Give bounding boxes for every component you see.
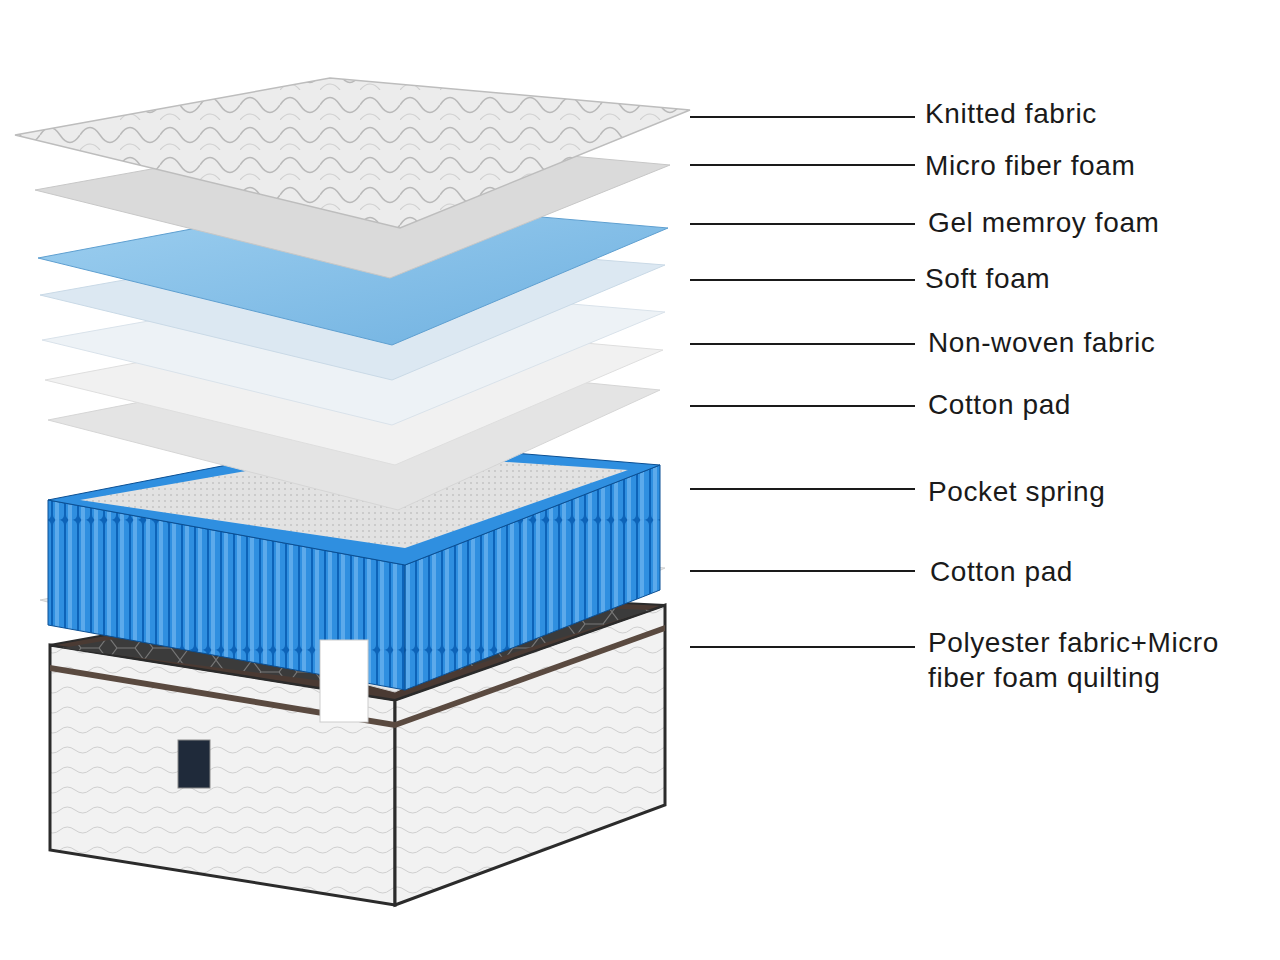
part-label: Cotton pad — [930, 554, 1073, 589]
part-label: Soft foam — [925, 261, 1050, 296]
part-label: Non-woven fabric — [928, 325, 1155, 360]
part-label: Knitted fabric — [925, 96, 1097, 131]
part-label: Micro fiber foam — [925, 148, 1135, 183]
part-label: Cotton pad — [928, 387, 1071, 422]
part-label: Gel memroy foam — [928, 205, 1160, 240]
part-label: Polyester fabric+Micro fiber foam quilti… — [928, 625, 1268, 695]
part-label: Pocket spring — [928, 474, 1105, 509]
leader-lines — [690, 117, 915, 647]
